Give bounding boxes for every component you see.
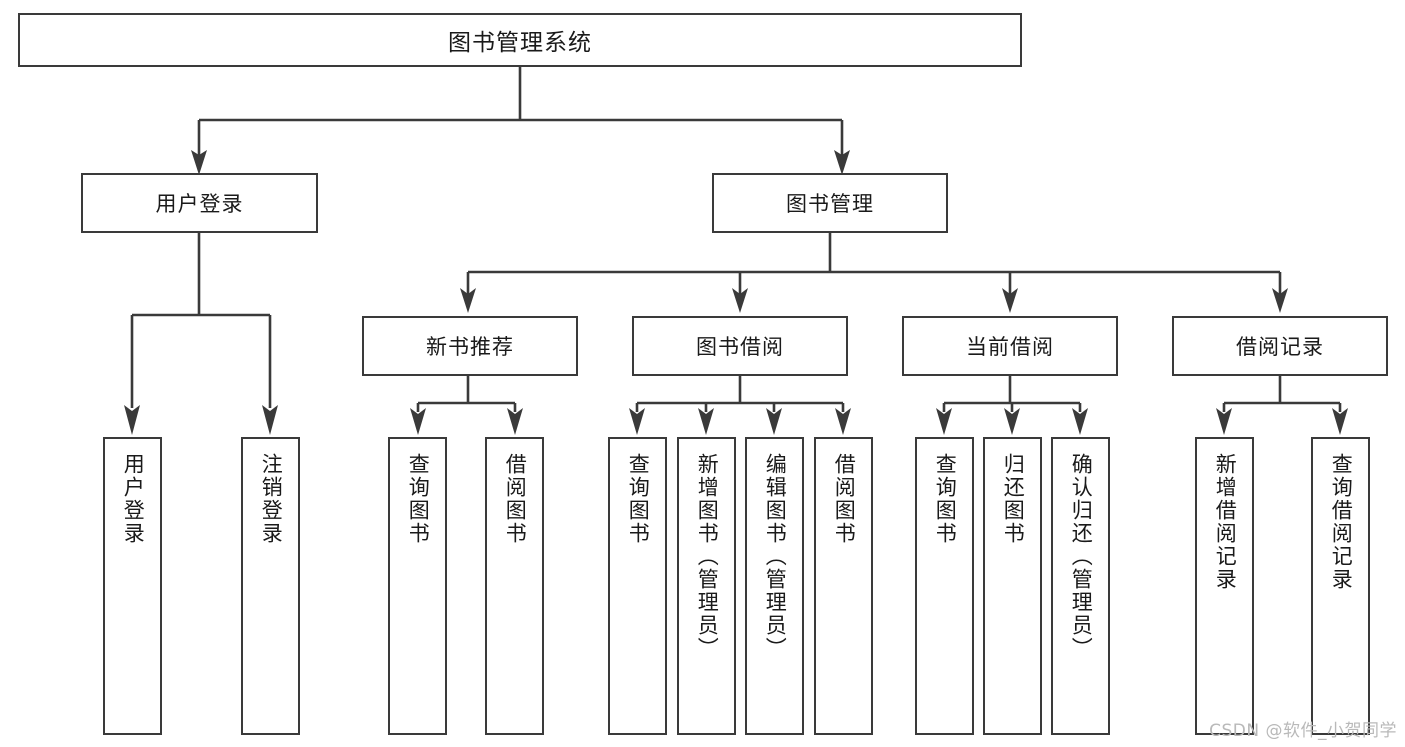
- node-user-login[interactable]: 用户登录: [81, 173, 318, 233]
- edge-book-borrow-to-leaves: [629, 376, 851, 435]
- leaf-confirm-return[interactable]: 确认归还（管理员）: [1051, 437, 1110, 735]
- node-new-book-recommend[interactable]: 新书推荐: [362, 316, 578, 376]
- edge-borrow-record-to-leaves: [1216, 376, 1348, 435]
- edge-current-borrow-to-leaves: [936, 376, 1088, 435]
- leaf-add-borrow-record[interactable]: 新增借阅记录: [1195, 437, 1254, 735]
- node-label: 编辑图书（管理员）: [763, 453, 788, 660]
- leaf-user-login[interactable]: 用户登录: [103, 437, 162, 735]
- node-label: 借阅图书: [832, 453, 857, 545]
- leaf-query-book-recommend[interactable]: 查询图书: [388, 437, 447, 735]
- leaf-query-book-borrow[interactable]: 查询图书: [608, 437, 667, 735]
- node-label: 新增借阅记录: [1213, 453, 1238, 591]
- node-current-borrow[interactable]: 当前借阅: [902, 316, 1118, 376]
- node-label: 借阅记录: [1236, 335, 1324, 359]
- node-label: 归还图书: [1001, 453, 1026, 545]
- node-label: 用户登录: [121, 453, 146, 545]
- node-label: 当前借阅: [966, 335, 1054, 359]
- node-book-borrow[interactable]: 图书借阅: [632, 316, 848, 376]
- node-label: 新增图书（管理员）: [695, 453, 720, 660]
- node-root-book-management-system[interactable]: 图书管理系统: [18, 13, 1022, 67]
- node-label: 查询图书: [933, 453, 958, 545]
- leaf-query-borrow-record[interactable]: 查询借阅记录: [1311, 437, 1370, 735]
- node-label: 查询图书: [626, 453, 651, 545]
- node-label: 借阅图书: [503, 453, 528, 545]
- leaf-edit-book[interactable]: 编辑图书（管理员）: [745, 437, 804, 735]
- node-label: 注销登录: [259, 453, 284, 545]
- node-label: 图书借阅: [696, 335, 784, 359]
- leaf-query-book-current[interactable]: 查询图书: [915, 437, 974, 735]
- node-label: 确认归还（管理员）: [1069, 453, 1094, 660]
- edge-new-book-recommend-to-leaves: [410, 376, 523, 435]
- edge-user-login-to-leaves: [124, 233, 278, 435]
- node-label: 图书管理系统: [448, 30, 592, 56]
- node-label: 查询借阅记录: [1329, 453, 1354, 591]
- node-borrow-record[interactable]: 借阅记录: [1172, 316, 1388, 376]
- node-label: 查询图书: [406, 453, 431, 545]
- leaf-add-book[interactable]: 新增图书（管理员）: [677, 437, 736, 735]
- leaf-borrow-book[interactable]: 借阅图书: [814, 437, 873, 735]
- csdn-watermark: CSDN @软件_小贺同学: [1209, 721, 1397, 741]
- node-label: 图书管理: [786, 192, 874, 216]
- edge-book-management-to-level3: [460, 233, 1288, 313]
- leaf-logout-login[interactable]: 注销登录: [241, 437, 300, 735]
- node-label: 新书推荐: [426, 335, 514, 359]
- node-book-management[interactable]: 图书管理: [712, 173, 948, 233]
- edge-root-to-level2: [191, 67, 850, 175]
- leaf-borrow-book-recommend[interactable]: 借阅图书: [485, 437, 544, 735]
- leaf-return-book[interactable]: 归还图书: [983, 437, 1042, 735]
- node-label: 用户登录: [155, 192, 244, 216]
